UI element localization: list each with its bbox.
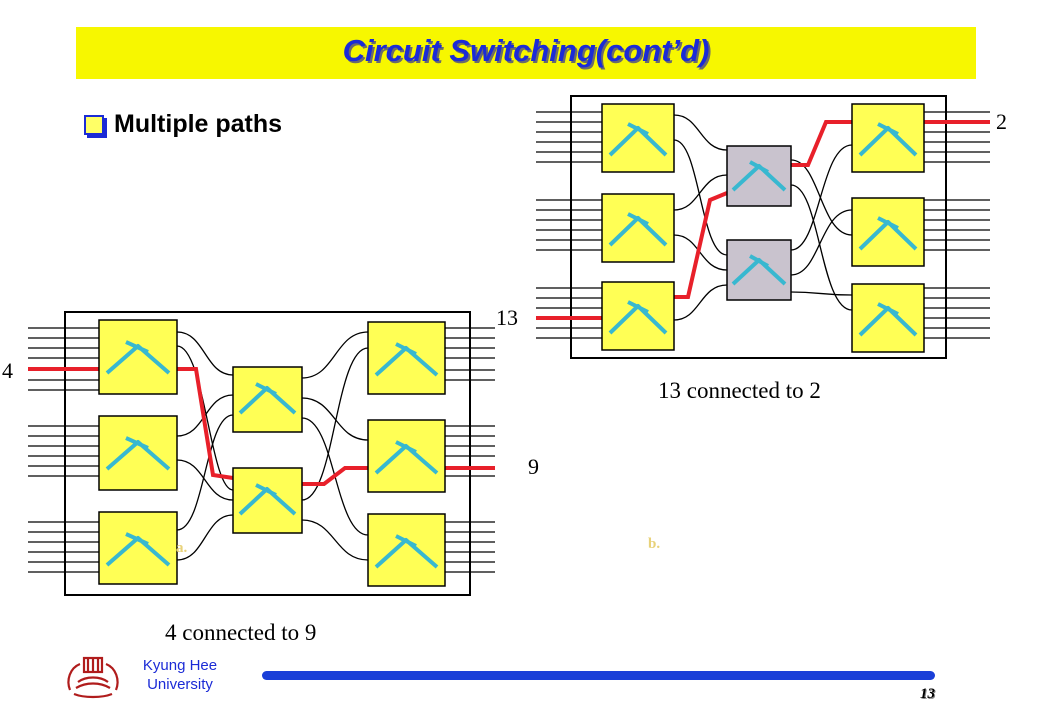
diagram-b-interconnects [673,114,853,321]
diagram-b-input-label: 13 [496,305,518,330]
diagram-b-input-lines [536,111,602,339]
university-name-line1: Kyung Hee [142,657,218,674]
diagram-a-input-label: 4 [2,358,13,383]
diagram-b-crossbars [608,122,918,337]
university-name-line2: University [147,676,213,693]
diagram-a-output-lines [445,327,495,573]
diagram-a-input-lines [28,327,99,573]
bullet-text: Multiple paths [114,110,283,138]
slide-title: Circuit Switching(cont’d) [342,33,710,68]
bullet-item: Multiple paths [84,110,282,139]
checkbox-bullet-icon [84,114,104,135]
diagram-b-caption: 13 connected to 2 [658,378,821,403]
diagram-a-output-label: 9 [528,454,539,479]
diagram-a-caption: 4 connected to 9 [165,620,316,645]
university-logo-icon [67,656,119,699]
diagram-a-crossbars [105,340,439,569]
diagram-b: 2 13 13 connected to 2 b. [496,95,1007,552]
title-banner: Circuit Switching(cont’d) [76,27,976,79]
diagram-a-connection-path [28,367,495,486]
diagram-b-sublabel: b. [648,536,660,552]
diagram-a-sublabel: a. [176,540,188,556]
diagram-b-switches [601,103,925,353]
diagram-a: 4 9 4 connected to 9 a. [2,311,539,645]
diagram-a-switches [98,319,446,587]
diagram-b-output-lines [924,111,990,339]
diagram-b-connection-path [536,120,990,320]
diagram-b-output-label: 2 [996,109,1007,134]
page-number: 13 [920,686,935,702]
footer-divider [262,671,935,680]
university-name: Kyung Hee University [120,656,240,694]
diagram-a-interconnects [176,331,369,561]
